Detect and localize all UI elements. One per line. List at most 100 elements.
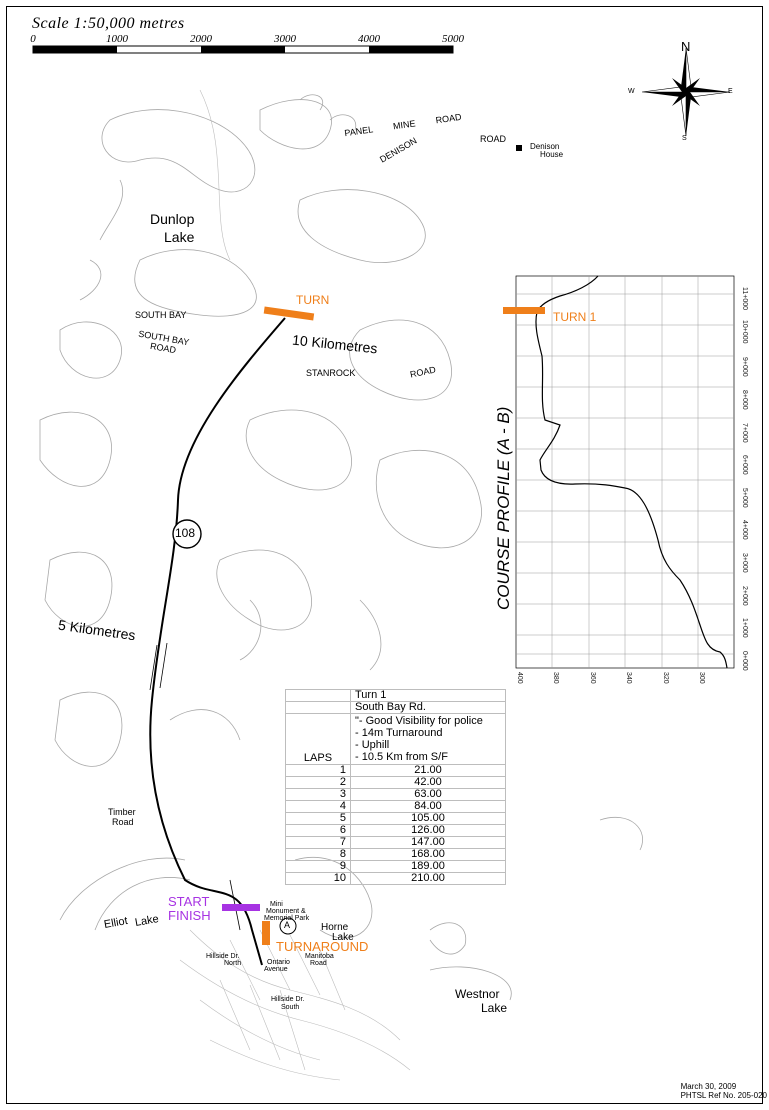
mini-monument-label: Monument & bbox=[266, 908, 306, 915]
profile-turn-marker bbox=[503, 307, 545, 314]
profile-title: COURSE PROFILE (A - B) bbox=[494, 406, 513, 610]
lap-number: 1 bbox=[285, 764, 351, 777]
km-tick: 9+000 bbox=[741, 357, 748, 377]
direction-arrows bbox=[149, 642, 241, 931]
compass-north: N bbox=[681, 39, 691, 54]
horne-lake-label: Horne bbox=[321, 922, 349, 933]
shorelines bbox=[39, 94, 643, 1001]
scale-tick: 4000 bbox=[358, 33, 380, 45]
km-tick: 11+000 bbox=[741, 287, 748, 311]
elevation-tick: 360 bbox=[589, 672, 596, 684]
laps-label: LAPS bbox=[285, 713, 351, 765]
westnor-lake-label: Lake bbox=[481, 1001, 508, 1015]
compass-west: W bbox=[628, 88, 635, 95]
scale-tick: 5000 bbox=[442, 33, 464, 45]
timber-road-label: Timber bbox=[108, 807, 136, 817]
laps-table: Turn 1 South Bay Rd. LAPS "- Good Visibi… bbox=[285, 689, 506, 885]
hillside-north-label: North bbox=[224, 960, 242, 967]
turn-marker bbox=[263, 306, 315, 321]
lap-number: 6 bbox=[285, 824, 351, 837]
start-finish-marker bbox=[222, 904, 260, 911]
turn-label: TURN bbox=[296, 293, 330, 307]
timber-road-label: Road bbox=[112, 817, 134, 827]
note-line: - Uphill bbox=[355, 739, 390, 751]
lap-distance: 84.00 bbox=[350, 800, 506, 813]
point-a-label: A bbox=[284, 920, 291, 930]
hillside-south-label: Hillside Dr. bbox=[271, 996, 305, 1003]
footer-date: March 30, 2009 bbox=[680, 1082, 737, 1091]
km-tick: 2+000 bbox=[741, 586, 748, 606]
town-streets bbox=[179, 89, 411, 1081]
lap-number: 2 bbox=[285, 776, 351, 789]
elevation-tick: 300 bbox=[698, 672, 705, 684]
lap-distance: 147.00 bbox=[350, 836, 506, 849]
scale-title: Scale 1:50,000 metres bbox=[32, 15, 185, 32]
denison-road-label: ROAD bbox=[480, 134, 507, 144]
lap-number: 8 bbox=[285, 848, 351, 861]
lap-number: 10 bbox=[285, 872, 351, 885]
hillside-north-label: Hillside Dr. bbox=[206, 953, 240, 960]
ontario-avenue-label: Avenue bbox=[264, 966, 288, 973]
map-frame bbox=[6, 6, 763, 1104]
table-header-turn: Turn 1 bbox=[350, 689, 506, 702]
elevation-tick: 380 bbox=[552, 672, 559, 684]
km-tick: 5+000 bbox=[741, 488, 748, 508]
lap-distance: 126.00 bbox=[350, 824, 506, 837]
scale-tick: 1000 bbox=[106, 33, 128, 45]
lap-number: 7 bbox=[285, 836, 351, 849]
stanrock-label: STANROCK bbox=[306, 368, 356, 378]
denison-house-label: Denison bbox=[530, 142, 560, 151]
highway-number: 108 bbox=[175, 526, 196, 540]
km-tick: 8+000 bbox=[741, 390, 748, 410]
km-tick: 10+000 bbox=[741, 320, 748, 344]
lap-number: 5 bbox=[285, 812, 351, 825]
compass-east: E bbox=[728, 88, 733, 95]
km-tick: 1+000 bbox=[741, 618, 748, 638]
footer-ref: PHTSL Ref No. 205-020 bbox=[680, 1091, 767, 1100]
km-tick: 3+000 bbox=[741, 553, 748, 573]
lap-number: 9 bbox=[285, 860, 351, 873]
scale-tick: 0 bbox=[30, 33, 36, 45]
compass-south: S bbox=[682, 135, 687, 142]
table-row: LAPS "- Good Visibility for police - 14m… bbox=[285, 713, 506, 765]
finish-label: FINISH bbox=[168, 908, 211, 923]
footer: March 30, 2009 PHTSL Ref No. 205-020 bbox=[681, 1082, 767, 1100]
manitoba-road-label: Manitoba bbox=[305, 953, 334, 960]
point-a-circle bbox=[279, 917, 297, 935]
mini-monument-label: Memorial Park bbox=[264, 915, 310, 922]
table-cell bbox=[285, 701, 351, 714]
scale-bar bbox=[32, 45, 454, 54]
lap-distance: 168.00 bbox=[350, 848, 506, 861]
lap-distance: 210.00 bbox=[350, 872, 506, 885]
km-tick: 0+000 bbox=[741, 651, 748, 671]
table-notes: "- Good Visibility for police - 14m Turn… bbox=[350, 713, 506, 765]
table-row: Turn 1 bbox=[285, 689, 506, 702]
compass-rose-icon bbox=[641, 47, 731, 137]
scale-tick: 3000 bbox=[274, 33, 296, 45]
km-tick: 4+000 bbox=[741, 520, 748, 540]
hillside-south-label: South bbox=[281, 1004, 300, 1011]
lap-distance: 42.00 bbox=[350, 776, 506, 789]
westnor-lake-label: Westnor bbox=[455, 987, 500, 1001]
lap-distance: 105.00 bbox=[350, 812, 506, 825]
lap-distance: 189.00 bbox=[350, 860, 506, 873]
note-line: - 14m Turnaround bbox=[355, 727, 443, 739]
mini-monument-label: Mini bbox=[270, 901, 283, 908]
note-line: "- Good Visibility for police bbox=[355, 715, 483, 727]
table-header-road: South Bay Rd. bbox=[350, 701, 506, 714]
highway-shield-icon bbox=[172, 519, 202, 549]
elevation-tick: 320 bbox=[662, 672, 669, 684]
profile-turn-label: TURN 1 bbox=[553, 310, 597, 324]
race-route bbox=[149, 317, 286, 966]
manitoba-road-label: Road bbox=[310, 960, 327, 967]
